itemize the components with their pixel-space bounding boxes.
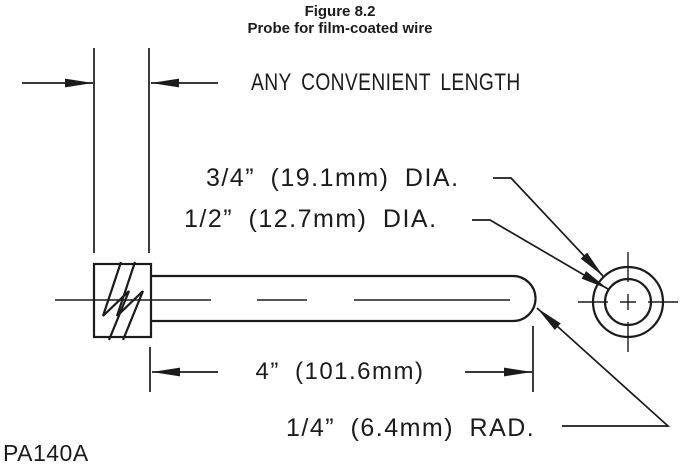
shaft-length-label: 4” (101.6mm) — [255, 358, 425, 385]
probe-side-view — [92, 261, 537, 341]
end-view-outer-circle — [591, 265, 665, 339]
figure-number: Figure 8.2 — [304, 3, 376, 20]
figure-title: Probe for film-coated wire — [247, 20, 433, 37]
leader-tip-radius — [536, 307, 671, 427]
part-number-label: PA140A — [3, 440, 89, 466]
break-symbol-zigzag-left — [101, 261, 131, 341]
shaft-outline-with-rounded-tip — [151, 274, 537, 323]
inner-diameter-label: 1/2” (12.7mm) DIA. — [184, 205, 438, 233]
leader-inner-diameter — [472, 219, 609, 290]
outer-diameter-label: 3/4” (19.1mm) DIA. — [206, 164, 460, 192]
probe-end-view — [591, 265, 665, 339]
break-symbol-zigzag-right — [115, 261, 145, 341]
end-view-inner-circle — [603, 277, 653, 327]
dimension-lines — [22, 78, 532, 377]
break-symbol-box — [92, 262, 153, 339]
length-note-label: ANY CONVENIENT LENGTH — [251, 69, 521, 96]
extension-lines — [93, 48, 534, 392]
tip-radius-label: 1/4” (6.4mm) RAD. — [286, 414, 536, 442]
leader-outer-diameter — [493, 177, 604, 277]
leader-lines — [472, 177, 671, 427]
